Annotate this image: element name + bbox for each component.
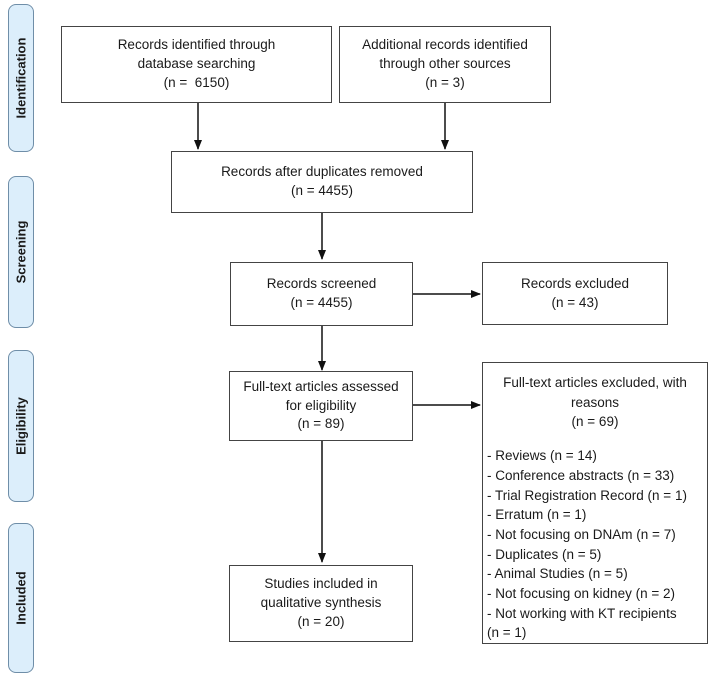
studies-included-box: Studies included in qualitative synthesi… (229, 565, 413, 642)
other-sources-count: (n = 3) (425, 74, 465, 90)
fulltext-excluded-heading-2: reasons (570, 394, 620, 410)
fulltext-excluded-count: (n = 69) (571, 414, 619, 430)
phase-identification: Identification (8, 4, 34, 152)
fulltext-assessed-line-2: for eligibility (285, 397, 357, 413)
fulltext-assessed-count: (n = 89) (297, 416, 345, 432)
database-line-1: Records identified through (117, 37, 276, 53)
records-excluded-count: (n = 43) (551, 294, 599, 310)
phase-identification-label: Identification (13, 37, 29, 119)
after-duplicates-label: Records after duplicates removed (221, 164, 423, 180)
other-sources-line-2: through other sources (379, 56, 511, 72)
records-screened-count: (n = 4455) (290, 295, 353, 310)
database-count: (n = 6150) (163, 74, 230, 90)
other-sources-line-1: Additional records identified (362, 37, 528, 53)
exclusion-reason: - Duplicates (n = 5) (487, 546, 602, 562)
studies-included-line-1: Studies included in (264, 576, 378, 592)
exclusion-reasons-list: - Reviews (n = 14) - Conference abstract… (483, 446, 707, 643)
records-screened-label: Records screened (266, 276, 377, 292)
studies-included-count: (n = 20) (297, 613, 345, 629)
phase-eligibility: Eligibility (8, 350, 34, 502)
after-duplicates-count: (n = 4455) (291, 183, 353, 198)
exclusion-reason: (n = 1) (487, 625, 527, 641)
fulltext-excluded-heading: Full-text articles excluded, with reason… (483, 373, 707, 432)
studies-included-line-2: qualitative synthesis (260, 595, 382, 611)
after-duplicates-box: Records after duplicates removed (n = 44… (171, 151, 473, 213)
phase-screening-label: Screening (13, 220, 29, 284)
database-line-2: database searching (137, 56, 256, 72)
phase-eligibility-label: Eligibility (13, 397, 29, 455)
fulltext-assessed-line-1: Full-text articles assessed (243, 378, 399, 394)
phase-included-label: Included (13, 571, 29, 625)
records-excluded-label: Records excluded (520, 275, 630, 291)
database-records-box: Records identified through database sear… (61, 26, 332, 103)
exclusion-reason: - Erratum (n = 1) (487, 507, 587, 523)
exclusion-reason: - Not focusing on kidney (n = 2) (487, 586, 675, 602)
records-excluded-box: Records excluded (n = 43) (482, 262, 668, 325)
exclusion-reason: - Animal Studies (n = 5) (487, 566, 628, 582)
exclusion-reason: - Reviews (n = 14) (487, 448, 597, 464)
exclusion-reason: - Not working with KT recipients (487, 605, 677, 621)
exclusion-reason: - Not focusing on DNAm (n = 7) (487, 526, 676, 542)
records-screened-box: Records screened (n = 4455) (230, 262, 413, 326)
fulltext-assessed-box: Full-text articles assessed for eligibil… (229, 371, 413, 441)
phase-included: Included (8, 523, 34, 673)
phase-screening: Screening (8, 176, 34, 328)
exclusion-reason: - Conference abstracts (n = 33) (487, 467, 675, 483)
other-sources-box: Additional records identified through ot… (339, 26, 551, 103)
fulltext-excluded-box: Full-text articles excluded, with reason… (482, 362, 708, 644)
fulltext-excluded-heading-1: Full-text articles excluded, with (503, 375, 687, 390)
exclusion-reason: - Trial Registration Record (n = 1) (487, 487, 687, 503)
